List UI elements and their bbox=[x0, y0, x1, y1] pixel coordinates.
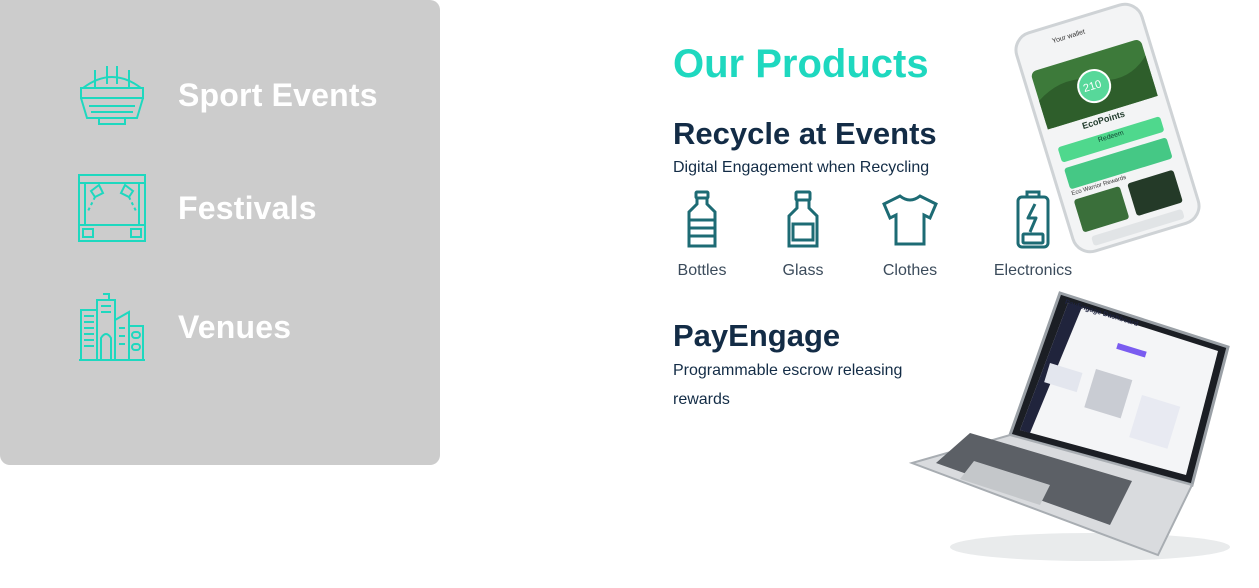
material-glass[interactable]: Glass bbox=[781, 190, 825, 280]
products-heading: Our Products bbox=[673, 42, 929, 86]
festival-stage-icon bbox=[77, 173, 147, 243]
material-label: Bottles bbox=[677, 262, 727, 279]
category-label: Sport Events bbox=[178, 76, 378, 113]
category-label: Festivals bbox=[178, 189, 317, 226]
glass-jar-icon bbox=[781, 190, 825, 250]
bottle-icon bbox=[673, 190, 731, 250]
category-sport-events[interactable]: Sport Events bbox=[77, 60, 378, 130]
category-venues[interactable]: Venues bbox=[77, 292, 291, 362]
material-label: Clothes bbox=[882, 262, 938, 279]
payengage-subtitle-line2: rewards bbox=[673, 391, 730, 408]
phone-mockup: Your wallet 210 EcoPoints Redeem Eco War… bbox=[1009, 0, 1206, 259]
tshirt-icon bbox=[879, 190, 941, 250]
payengage-subtitle-line1: Programmable escrow releasing bbox=[673, 362, 903, 379]
material-label: Electronics bbox=[993, 262, 1073, 279]
material-clothes[interactable]: Clothes bbox=[879, 190, 941, 280]
buildings-icon bbox=[77, 292, 147, 362]
laptop-mockup: PayEngage Dashboard bbox=[900, 285, 1240, 575]
stadium-icon bbox=[77, 60, 147, 130]
category-festivals[interactable]: Festivals bbox=[77, 173, 317, 243]
material-bottles[interactable]: Bottles bbox=[673, 190, 731, 280]
recycle-title: Recycle at Events bbox=[673, 116, 937, 151]
payengage-title: PayEngage bbox=[673, 318, 841, 353]
categories-panel: Sport Events Festivals bbox=[0, 0, 440, 465]
recycle-subtitle: Digital Engagement when Recycling bbox=[673, 159, 930, 176]
material-label: Glass bbox=[782, 262, 824, 279]
battery-icon bbox=[988, 190, 1078, 250]
category-label: Venues bbox=[178, 308, 292, 345]
material-electronics[interactable]: Electronics bbox=[988, 190, 1078, 280]
